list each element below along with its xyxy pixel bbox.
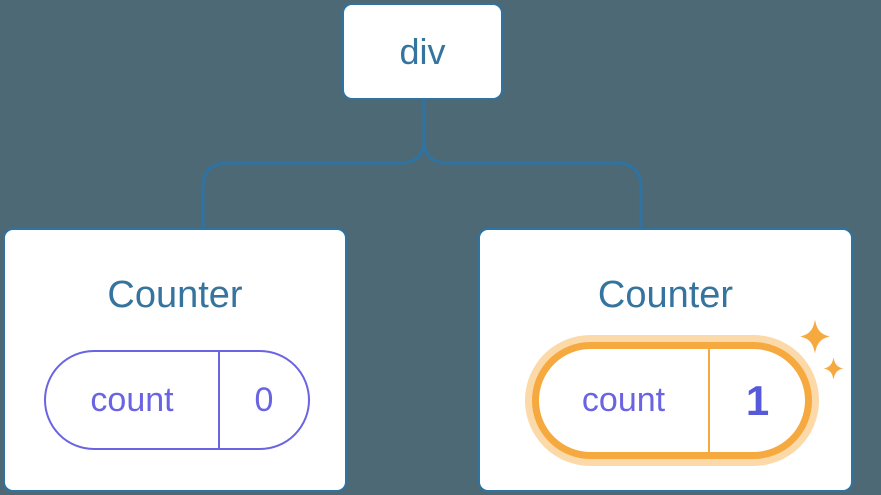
state-pill-count-1-highlighted: count 1 [532, 342, 812, 459]
pill-divider [218, 352, 220, 448]
state-key-label: count [581, 381, 666, 419]
state-key-label: count [90, 380, 174, 419]
state-value: 0 [254, 380, 274, 419]
pill-divider [708, 349, 710, 452]
root-div-node: div [342, 3, 503, 100]
sparkle-icon-large [800, 319, 830, 354]
counter-card-left: Counter count 0 [3, 228, 347, 492]
component-title: Counter [597, 274, 734, 316]
counter-card-right: Counter count 1 [478, 228, 853, 492]
component-title: Counter [107, 274, 243, 316]
state-pill-count-0: count 0 [44, 350, 310, 450]
sparkle-icon-small [823, 357, 844, 380]
root-node-label: div [399, 30, 446, 72]
state-value: 1 [745, 376, 770, 424]
